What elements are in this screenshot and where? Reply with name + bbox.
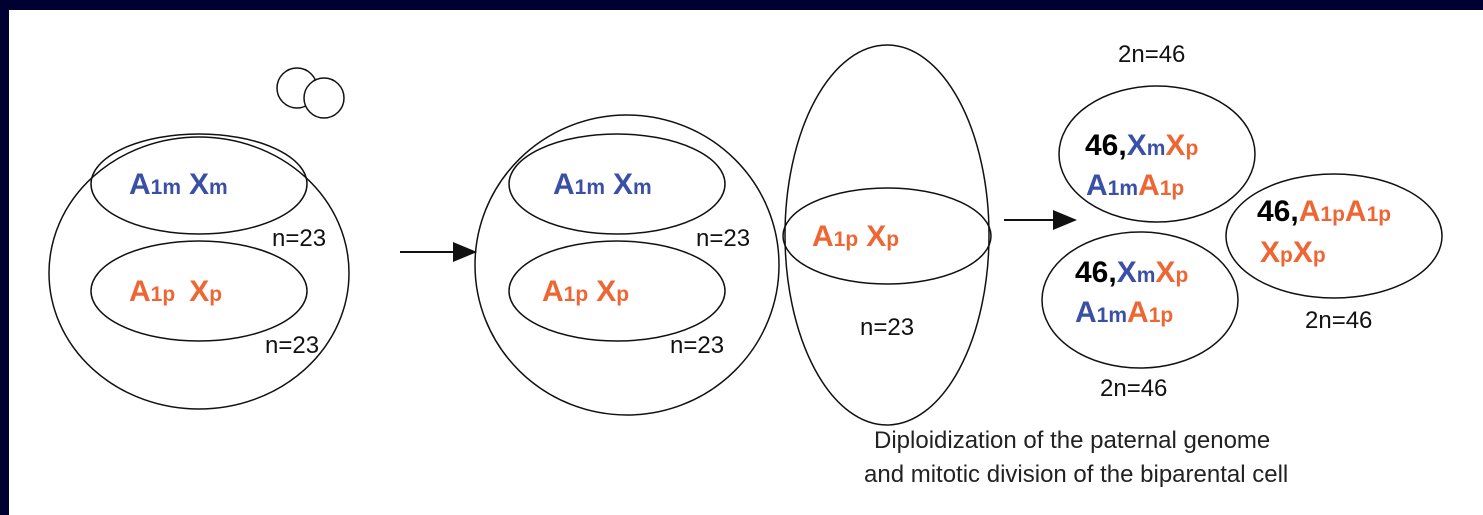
top-cell-ploidy: 2n=46 [1118, 41, 1185, 68]
stage1-n-top: n=23 [272, 225, 326, 252]
caption-line1: Diploidization of the paternal genome [874, 427, 1270, 454]
stage3-cells: 2n=46 46,XmXp A1mA1p 46,XmXp A1mA1p 2n=4… [1042, 41, 1442, 402]
bottom-cell-line2: A1mA1p [1075, 296, 1173, 329]
stage2-n-bottom: n=23 [670, 332, 724, 359]
polar-body-2 [304, 78, 344, 118]
right-cell-line1: 46,A1pA1p [1257, 195, 1391, 228]
stage1-n-bottom: n=23 [265, 332, 319, 359]
bud-n: n=23 [860, 314, 914, 341]
bottom-cell-ploidy: 2n=46 [1100, 375, 1167, 402]
right-cell-ploidy: 2n=46 [1305, 307, 1372, 334]
bottom-cell-line1: 46,XmXp [1075, 256, 1188, 289]
top-cell-line1: 46,XmXp [1085, 129, 1198, 162]
stage2-cell-outline [475, 115, 779, 415]
stage2-n-top: n=23 [696, 225, 750, 252]
right-cell-outline [1226, 174, 1442, 298]
top-cell-line2: A1mA1p [1086, 169, 1184, 202]
caption-line2: and mitotic division of the biparental c… [864, 461, 1288, 488]
right-cell-line2: XpXp [1260, 236, 1326, 269]
